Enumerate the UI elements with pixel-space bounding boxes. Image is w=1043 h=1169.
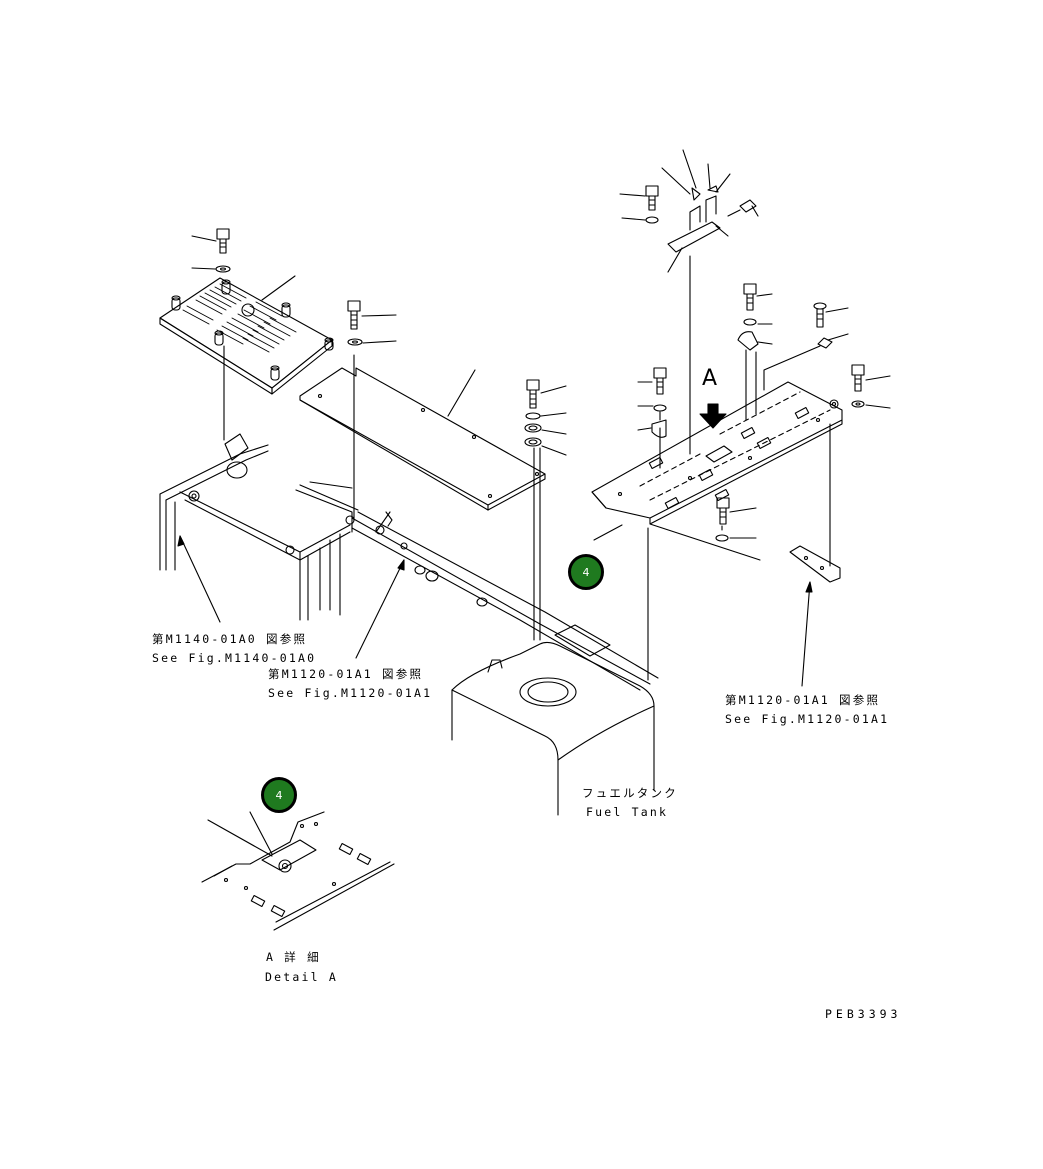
ref-m1120-right-jp: 第M1120-01A1 図参照 (725, 693, 881, 707)
ref-m1140-en: See Fig.M1140-01A0 (152, 651, 317, 665)
view-a-letter: A (702, 366, 718, 391)
bolt-left-1 (191, 228, 296, 301)
center-lines-right (647, 255, 821, 681)
grated-cover-plate (159, 277, 334, 395)
bolt-stack-middle (524, 379, 567, 456)
center-rail (351, 354, 659, 691)
long-cover-plate (299, 367, 546, 511)
callout-4-detail[interactable]: 4 (261, 777, 297, 813)
ref-m1120-left-jp: 第M1120-01A1 図参照 (268, 667, 424, 681)
ref-m1140-jp: 第M1140-01A0 図参照 (152, 632, 308, 646)
bolt-middle-1 (347, 300, 397, 346)
left-frame (159, 345, 359, 621)
bolts-right (637, 283, 891, 542)
detail-a-en: Detail A (265, 970, 338, 984)
fuel-tank-en: Fuel Tank (586, 805, 669, 819)
detail-a-jp: A 詳 細 (266, 950, 321, 964)
drawing-code: PEB3393 (825, 1007, 902, 1021)
fuel-tank (451, 641, 655, 816)
callout-4-main[interactable]: 4 (568, 554, 604, 590)
right-small-bracket (789, 423, 841, 583)
fuel-tank-jp: フュエルタンク (582, 786, 678, 800)
hinge-assembly (619, 149, 759, 273)
ref-m1120-right-en: See Fig.M1120-01A1 (725, 712, 890, 726)
leader-lines (177, 535, 813, 687)
detail-a-drawing (201, 811, 395, 931)
view-a-arrow (699, 403, 727, 429)
ref-m1120-left-en: See Fig.M1120-01A1 (268, 686, 433, 700)
